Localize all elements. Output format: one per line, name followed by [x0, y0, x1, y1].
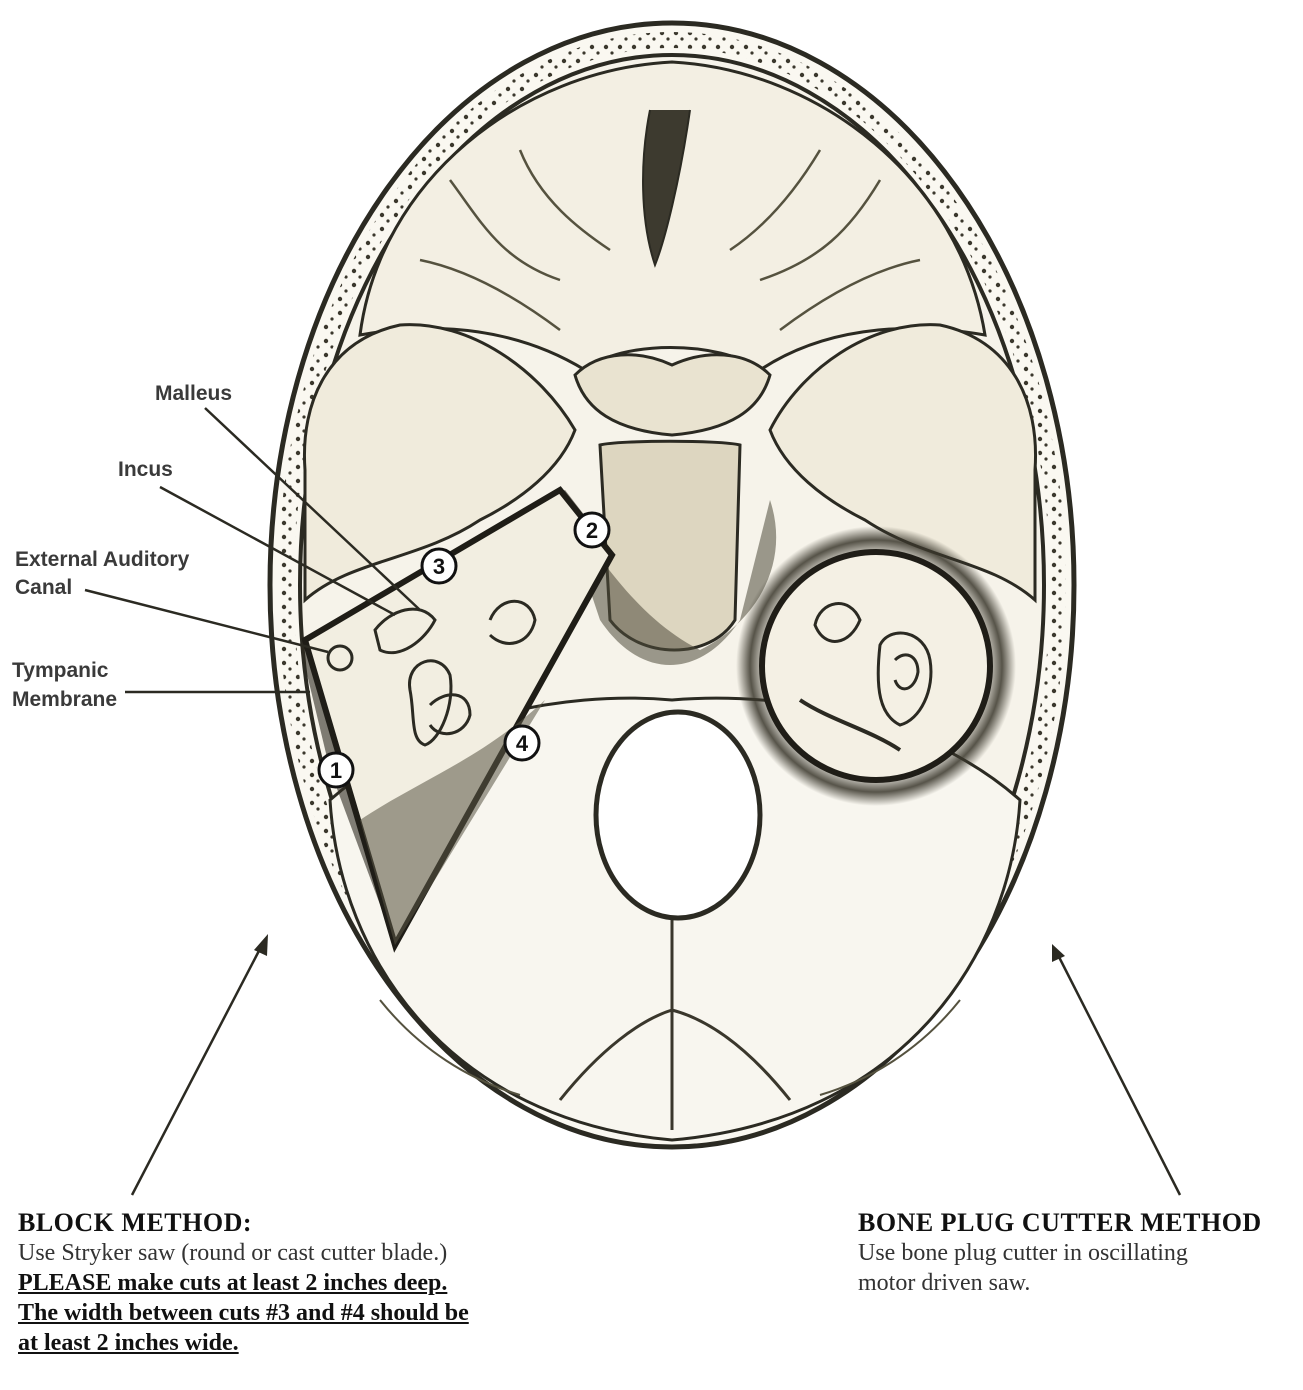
cut-marker-2: 2 [575, 513, 609, 547]
cut-number-4: 4 [516, 731, 529, 756]
block-method-arrow [132, 934, 268, 1195]
block-method-line1: Use Stryker saw (round or cast cutter bl… [18, 1238, 658, 1268]
cut-number-3: 3 [433, 554, 445, 579]
block-method-caption: BLOCK METHOD: Use Stryker saw (round or … [18, 1208, 658, 1358]
anterior-fossa [360, 62, 985, 370]
bone-plug-method-title: BONE PLUG CUTTER METHOD [858, 1208, 1298, 1238]
bone-plug-method-line1: Use bone plug cutter in oscillating [858, 1238, 1298, 1268]
cut-number-2: 2 [586, 518, 598, 543]
bone-plug-method-caption: BONE PLUG CUTTER METHOD Use bone plug cu… [858, 1208, 1298, 1298]
block-method-line2: PLEASE make cuts at least 2 inches deep. [18, 1268, 658, 1298]
block-method-line3: The width between cuts #3 and #4 should … [18, 1298, 658, 1328]
block-method-title: BLOCK METHOD: [18, 1208, 658, 1238]
label-external-auditory-canal-line1: External Auditory [15, 548, 190, 571]
cut-marker-1: 1 [319, 753, 353, 787]
bone-plug-method-line2: motor driven saw. [858, 1268, 1298, 1298]
label-tympanic-membrane-line1: Tympanic [12, 659, 109, 682]
bone-plug-method-arrow [1052, 944, 1180, 1195]
cut-marker-3: 3 [422, 549, 456, 583]
foramen-magnum [596, 712, 760, 918]
label-tympanic-membrane-line2: Membrane [12, 688, 117, 711]
bone-plug-circle [762, 552, 990, 780]
label-incus: Incus [118, 458, 173, 481]
block-method-line4: at least 2 inches wide. [18, 1328, 658, 1358]
cut-marker-4: 4 [505, 726, 539, 760]
label-external-auditory-canal-line2: Canal [15, 576, 72, 599]
label-malleus: Malleus [155, 382, 232, 405]
cut-number-1: 1 [330, 758, 342, 783]
